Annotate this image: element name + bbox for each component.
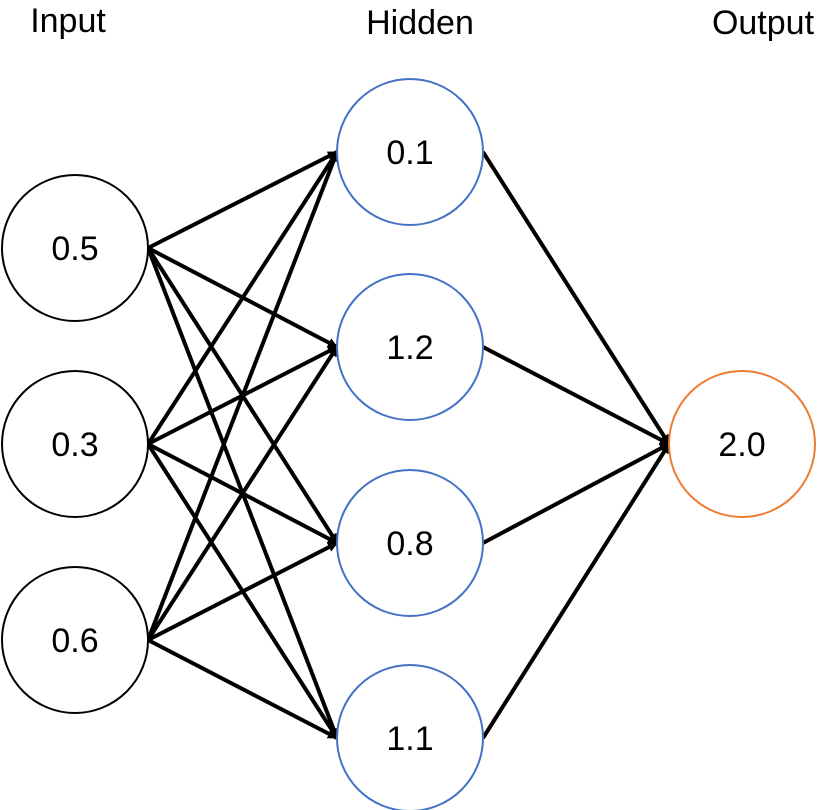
hidden-layer-label: Hidden (366, 4, 474, 42)
edge-hidden-2-to-output-1 (482, 345, 670, 446)
input-node-value: 0.5 (51, 230, 98, 268)
input-node-3: 0.6 (1, 566, 149, 714)
edge-input-3-to-hidden-1 (146, 151, 339, 641)
hidden-node-4: 1.1 (336, 664, 484, 810)
hidden-node-circle (336, 78, 484, 226)
input-node-value: 0.6 (51, 622, 98, 660)
output-node-value: 2.0 (718, 426, 765, 464)
hidden-node-circle (336, 664, 484, 810)
hidden-node-value: 0.1 (386, 134, 433, 172)
input-node-2: 0.3 (1, 370, 149, 518)
edge-input-2-to-hidden-1 (146, 150, 339, 446)
output-layer-label: Output (712, 4, 815, 42)
edges-group (146, 150, 671, 740)
edge-input-1-to-hidden-1 (147, 150, 338, 250)
hidden-node-value: 1.1 (386, 720, 433, 758)
hidden-node-2: 1.2 (336, 273, 484, 421)
nodes-group: 0.5 0.3 0.6 0.1 1.2 0.8 1.1 2.0 (1, 78, 816, 810)
edge-hidden-4-to-output-1 (481, 442, 671, 740)
input-node-circle (1, 370, 149, 518)
hidden-node-3: 0.8 (336, 469, 484, 617)
input-node-1: 0.5 (1, 174, 149, 322)
input-node-circle (1, 174, 149, 322)
edge-input-3-to-hidden-4 (147, 638, 338, 740)
edge-input-3-to-hidden-3 (147, 541, 338, 642)
edge-input-3-to-hidden-2 (146, 345, 339, 642)
hidden-node-value: 0.8 (386, 525, 433, 563)
hidden-node-value: 1.2 (386, 329, 433, 367)
output-node-1: 2.0 (668, 370, 816, 518)
edge-hidden-1-to-output-1 (481, 150, 671, 446)
hidden-node-1: 0.1 (336, 78, 484, 226)
input-node-circle (1, 566, 149, 714)
hidden-node-circle (336, 469, 484, 617)
input-layer-label: Input (30, 2, 106, 40)
input-node-value: 0.3 (51, 426, 98, 464)
output-node-circle (668, 370, 816, 518)
edge-hidden-3-to-output-1 (482, 442, 670, 545)
hidden-node-circle (336, 273, 484, 421)
